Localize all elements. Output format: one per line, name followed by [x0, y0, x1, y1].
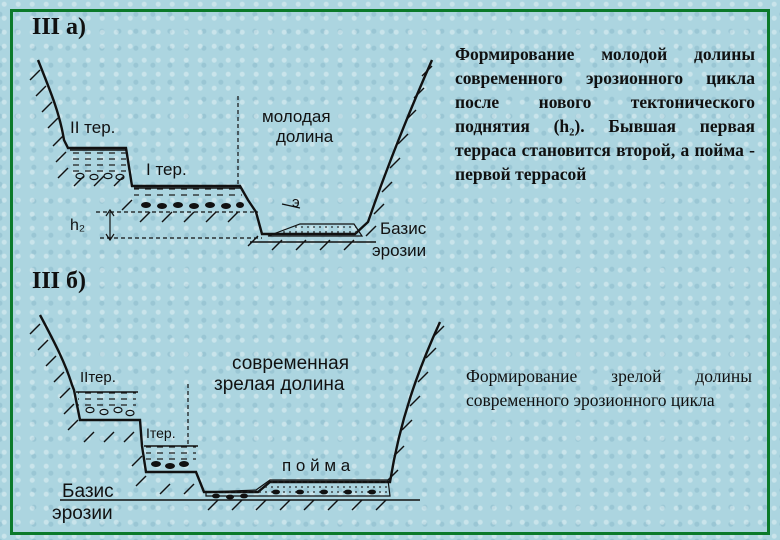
diagram-a-header: III а)	[32, 14, 87, 40]
label-young-valley-2: долина	[276, 127, 334, 146]
label-valley-b-1: современная	[232, 353, 349, 374]
terrace-b2-deposits	[76, 391, 138, 417]
label-basis-b-2: эрозии	[52, 503, 113, 524]
label-basis-a-2: эрозии	[372, 241, 426, 260]
diagram-b: IIтер. Iтер. современная зрелая долина п…	[29, 314, 445, 524]
diagram-a: II тер. I тер. молодая долина э h₂ Базис…	[29, 59, 434, 260]
young-floodplain-a	[267, 223, 364, 237]
valley-b-profile	[38, 314, 442, 494]
hatching-b	[29, 323, 445, 511]
label-floodplain-b: п о й м а	[282, 456, 351, 475]
label-terrace-b2: IIтер.	[80, 369, 116, 386]
label-young-valley-1: молодая	[262, 107, 331, 126]
terrace-b1-deposits	[144, 445, 198, 469]
channel-pebbles-b	[212, 489, 376, 500]
slide-frame	[10, 9, 770, 535]
terrace-a1-deposits	[134, 187, 244, 209]
uplift-guides-a	[96, 96, 262, 239]
terrace-a2-deposits	[70, 149, 126, 181]
label-terrace-a2: II тер.	[70, 118, 115, 137]
label-valley-b-2: зрелая долина	[214, 374, 345, 395]
diagram-b-description: Формирование зрелой долины современного …	[466, 366, 752, 410]
diagram-b-header: III б)	[32, 268, 87, 294]
label-terrace-b1: Iтер.	[146, 425, 176, 441]
label-basis-a-1: Базис	[380, 219, 427, 238]
label-terrace-a1: I тер.	[146, 160, 187, 179]
label-basis-b-1: Базис	[62, 481, 114, 502]
label-h2: h₂	[70, 217, 85, 234]
diagram-a-description: Формирование молодой долины современного…	[455, 44, 755, 184]
label-e: э	[292, 194, 300, 211]
valley-a-profile	[36, 59, 434, 236]
